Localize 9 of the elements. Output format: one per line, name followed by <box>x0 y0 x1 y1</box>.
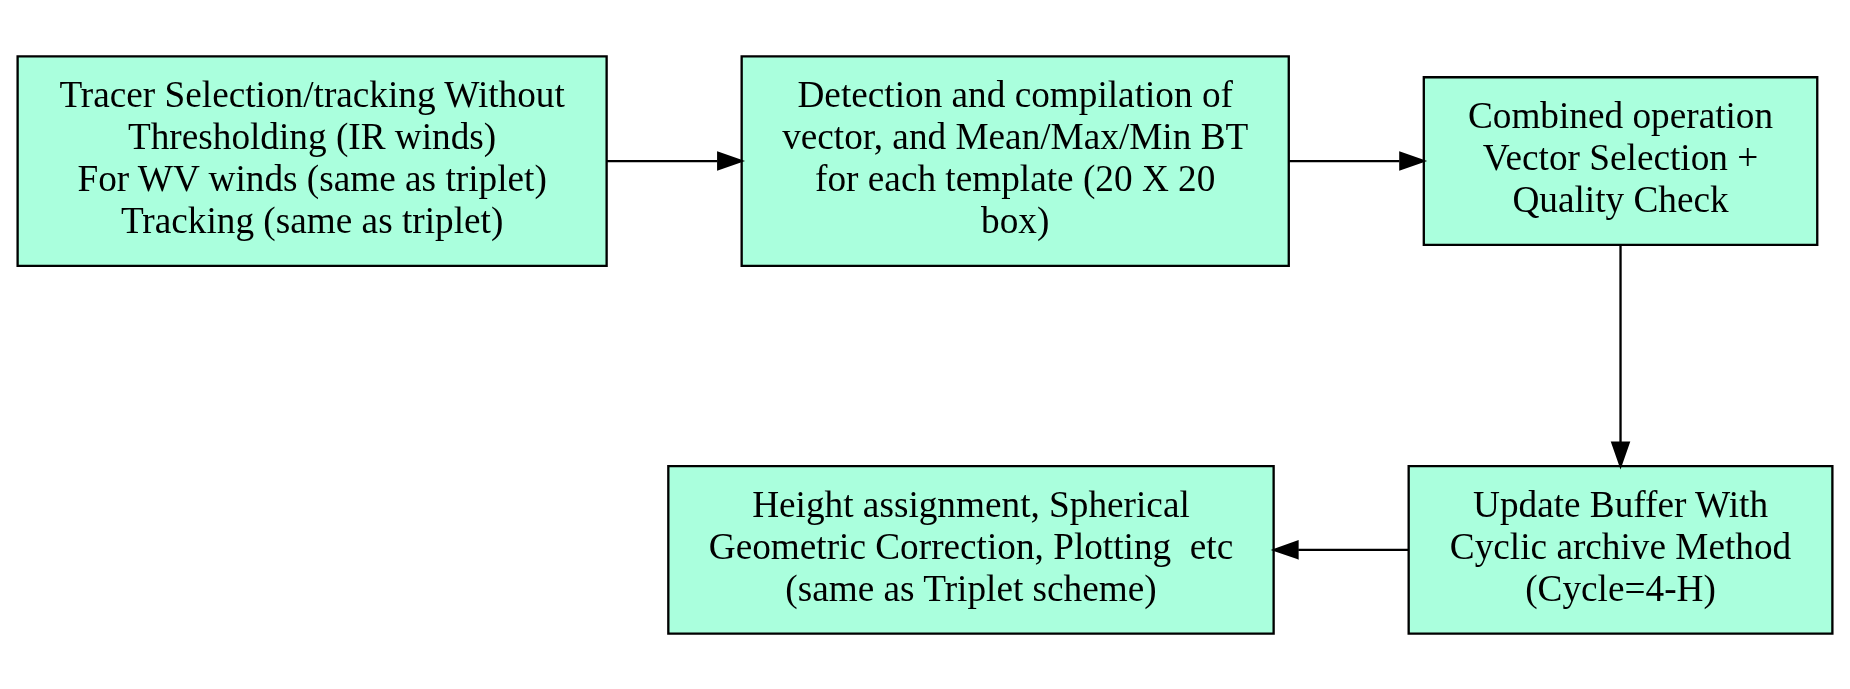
node-box: Height assignment, Spherical Geometric Correction, Plotting etc (same as Triplet scheme) <box>667 464 1275 635</box>
arrow <box>1270 539 1409 560</box>
node-box: Tracer Selection/tracking Without Thresholding (IR winds) For WV winds (same as triplet) Tracking (same as triplet) <box>16 54 608 267</box>
node-box: Detection and compilation of vector, and Mean/Max/Min BT for each template (20 X 20 box) <box>740 54 1290 267</box>
node-box: Update Buffer With Cyclic archive Method (Cycle=4-H) <box>1407 464 1834 635</box>
arrow <box>606 150 746 171</box>
node-box: Combined operation Vector Selection + Quality Check <box>1422 75 1819 246</box>
arrow <box>1610 245 1631 469</box>
arrow <box>1288 150 1428 171</box>
